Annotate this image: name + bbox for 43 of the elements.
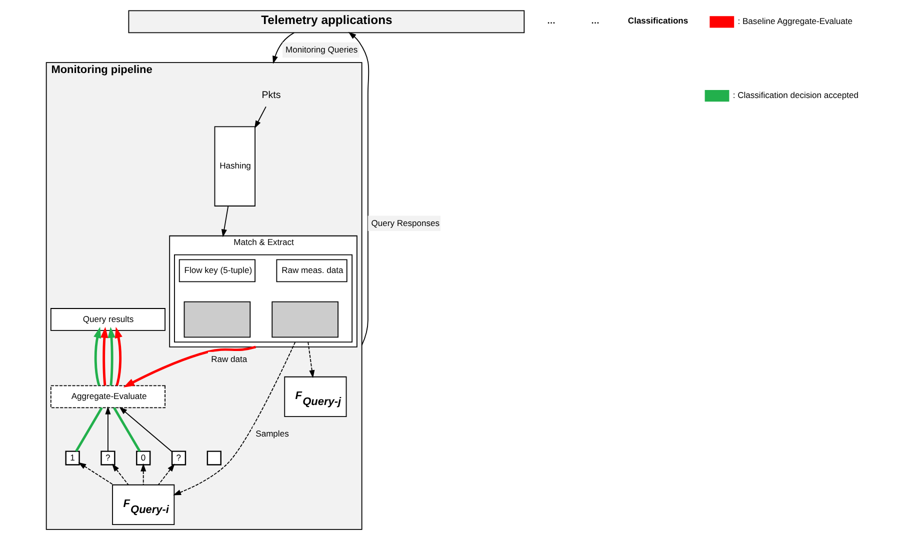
node-box: Telemetry applications [128, 10, 525, 34]
arrow [114, 326, 122, 386]
node-box: Aggregate-Evaluate [50, 385, 166, 408]
arrow [119, 406, 172, 452]
node-box: Raw meas. data [276, 259, 348, 282]
node-box: ? [100, 450, 116, 466]
arrow [94, 326, 102, 386]
label: Classifications [628, 15, 688, 26]
node-box: Hashing [214, 126, 256, 206]
arrow [158, 464, 175, 486]
arrow [108, 326, 116, 386]
cluster [174, 254, 353, 343]
arrow [308, 342, 315, 378]
legend-label: : Baseline Aggregate-Evaluate [738, 16, 853, 26]
node-box: ? [171, 450, 186, 466]
arrow [221, 206, 229, 238]
node-text: Pkts [262, 90, 281, 101]
arrow [112, 464, 129, 486]
node-box [206, 450, 222, 466]
arrow [254, 106, 266, 129]
connector [75, 407, 103, 452]
arrow [105, 406, 111, 452]
label: … [547, 15, 556, 26]
node-box: 0 [136, 450, 151, 466]
node-box: 1 [65, 450, 80, 466]
arrow [123, 346, 256, 388]
legend-label: : Classification decision accepted [732, 90, 859, 100]
connector [113, 407, 141, 452]
edge-label: Monitoring Queries [286, 44, 358, 55]
arrow [140, 463, 146, 486]
arrow [348, 32, 370, 346]
node-box: Flow key (5-tuple) [178, 259, 256, 282]
arrow [272, 32, 295, 64]
node-box: Query results [50, 308, 166, 331]
label: … [590, 15, 600, 26]
arrow [173, 342, 296, 496]
arrow [78, 462, 114, 486]
edge-label: Samples [256, 428, 289, 438]
node-box [184, 301, 251, 338]
arrow [100, 326, 108, 386]
edge-label: Raw data [211, 354, 248, 364]
edge-label: Query Responses [371, 218, 440, 228]
node-box [272, 301, 338, 338]
